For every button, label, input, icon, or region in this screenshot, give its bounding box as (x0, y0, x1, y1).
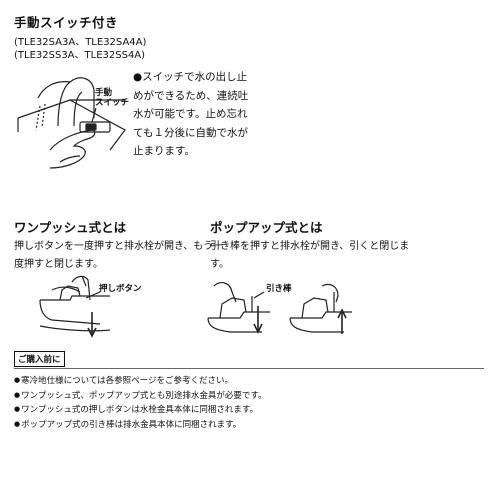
model-numbers-2: (TLE32SS3A、TLE32SS4A) (14, 50, 146, 61)
pop-type-text: 引き棒を押すと排水栓が開き、引くと閉じます。 (210, 241, 410, 270)
notes-list: 寒冷地仕様については各参照ページをご参考ください。 ワンプッシュ式、ポップアップ… (14, 374, 267, 433)
model-numbers-1: (TLE32SA3A、TLE32SA4A) (14, 37, 147, 48)
push-button-callout: 押しボタン (99, 284, 142, 294)
list-item: 寒冷地仕様については各参照ページをご参考ください。 (14, 374, 267, 389)
pull-rod-callout: 引き棒 (266, 284, 292, 294)
list-item: ポップアップ式の引き棒は排水金具本体に同梱されます。 (14, 418, 267, 433)
switch-description: ●スイッチで水の出し止めができるため、連続吐水が可能です。止め忘れても１分後に自… (133, 71, 249, 157)
pop-type-heading: ポップアップ式とは (210, 220, 323, 235)
list-item: ワンプッシュ式、ポップアップ式とも別途排水金具が必要です。 (14, 389, 266, 404)
switch-callout: 手動 スイッチ (95, 88, 129, 108)
push-type-text: 押しボタンを一度押すと排水栓が開き、もう一度押すと閉じます。 (14, 241, 223, 270)
divider (14, 368, 484, 369)
switch-callout-line-2: スイッチ (95, 98, 130, 108)
before-purchase-label: ご購入前に (14, 351, 65, 367)
section-title: 手動スイッチ付き (14, 15, 119, 30)
switch-callout-line-1: 手動 (95, 88, 113, 98)
push-type-heading: ワンプッシュ式とは (14, 220, 127, 235)
list-item: ワンプッシュ式の押しボタンは水栓金具本体に同梱されます。 (14, 403, 267, 418)
